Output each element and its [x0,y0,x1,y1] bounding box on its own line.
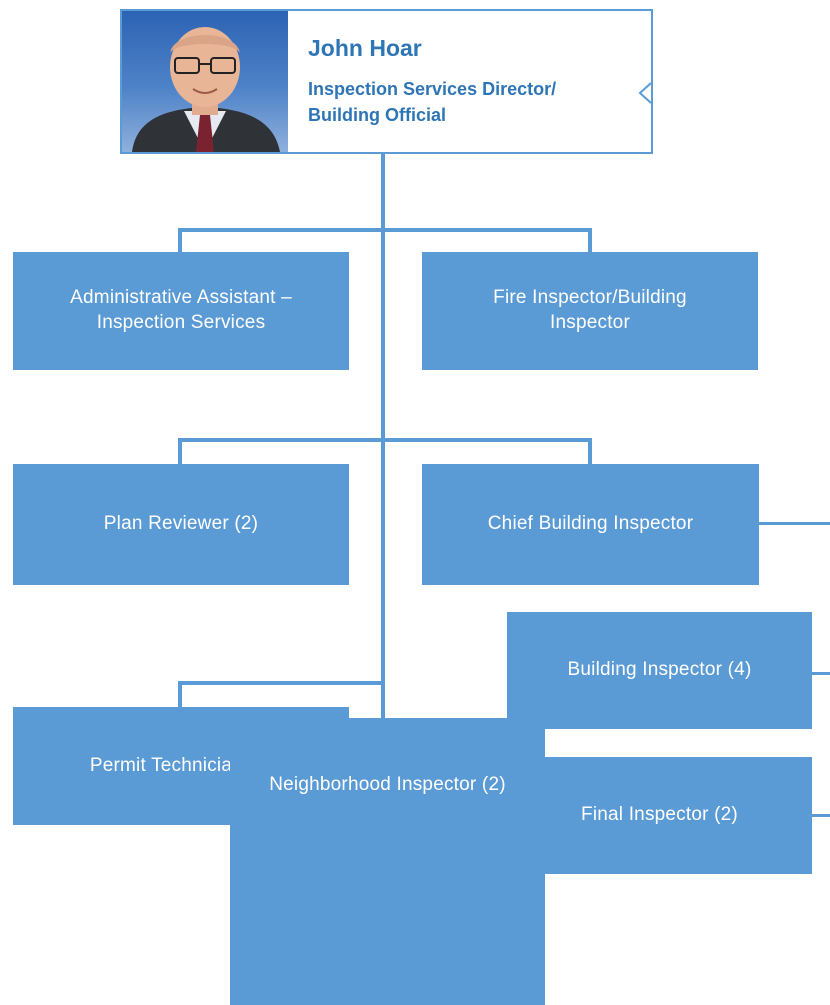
fire-drop-connector [588,228,592,252]
level2-horizontal-connector [178,438,592,442]
admin-drop-connector [178,228,182,252]
chief-drop-connector [588,438,592,464]
position-label: Building Inspector (4) [567,659,752,681]
position-chief-building-inspector: Chief Building Inspector [422,464,759,585]
director-name: John Hoar [308,35,422,61]
permit-horizontal-connector [178,681,385,685]
position-plan-reviewer: Plan Reviewer (2) [13,464,349,585]
building-side-connector [812,672,830,675]
position-building-inspector: Building Inspector (4) [507,612,812,729]
position-label: Final Inspector (2) [581,804,738,826]
director-title: Inspection Services Director/ Building O… [308,79,557,126]
position-label: Plan Reviewer (2) [103,513,259,535]
permit-drop-connector [178,681,182,707]
position-label: Administrative Assistant – Inspection Se… [70,287,292,333]
portrait-illustration [132,27,280,152]
portrait-photo [122,11,288,152]
director-card: John Hoar Inspection Services Director/ … [120,9,653,154]
position-label: Neighborhood Inspector (2) [269,774,506,795]
position-fire-inspector: Fire Inspector/Building Inspector [422,252,758,370]
position-neighborhood-inspector: Neighborhood Inspector (2) [230,718,545,1005]
position-admin-assistant: Administrative Assistant – Inspection Se… [13,252,349,370]
chief-side-connector [759,522,830,525]
level1-horizontal-connector [178,228,592,232]
position-label: Fire Inspector/Building Inspector [493,287,687,333]
chevron-left-icon[interactable] [637,81,653,105]
final-side-connector [812,814,830,817]
plan-drop-connector [178,438,182,464]
position-label: Chief Building Inspector [487,513,694,535]
trunk-connector [381,154,385,720]
position-final-inspector: Final Inspector (2) [507,757,812,874]
